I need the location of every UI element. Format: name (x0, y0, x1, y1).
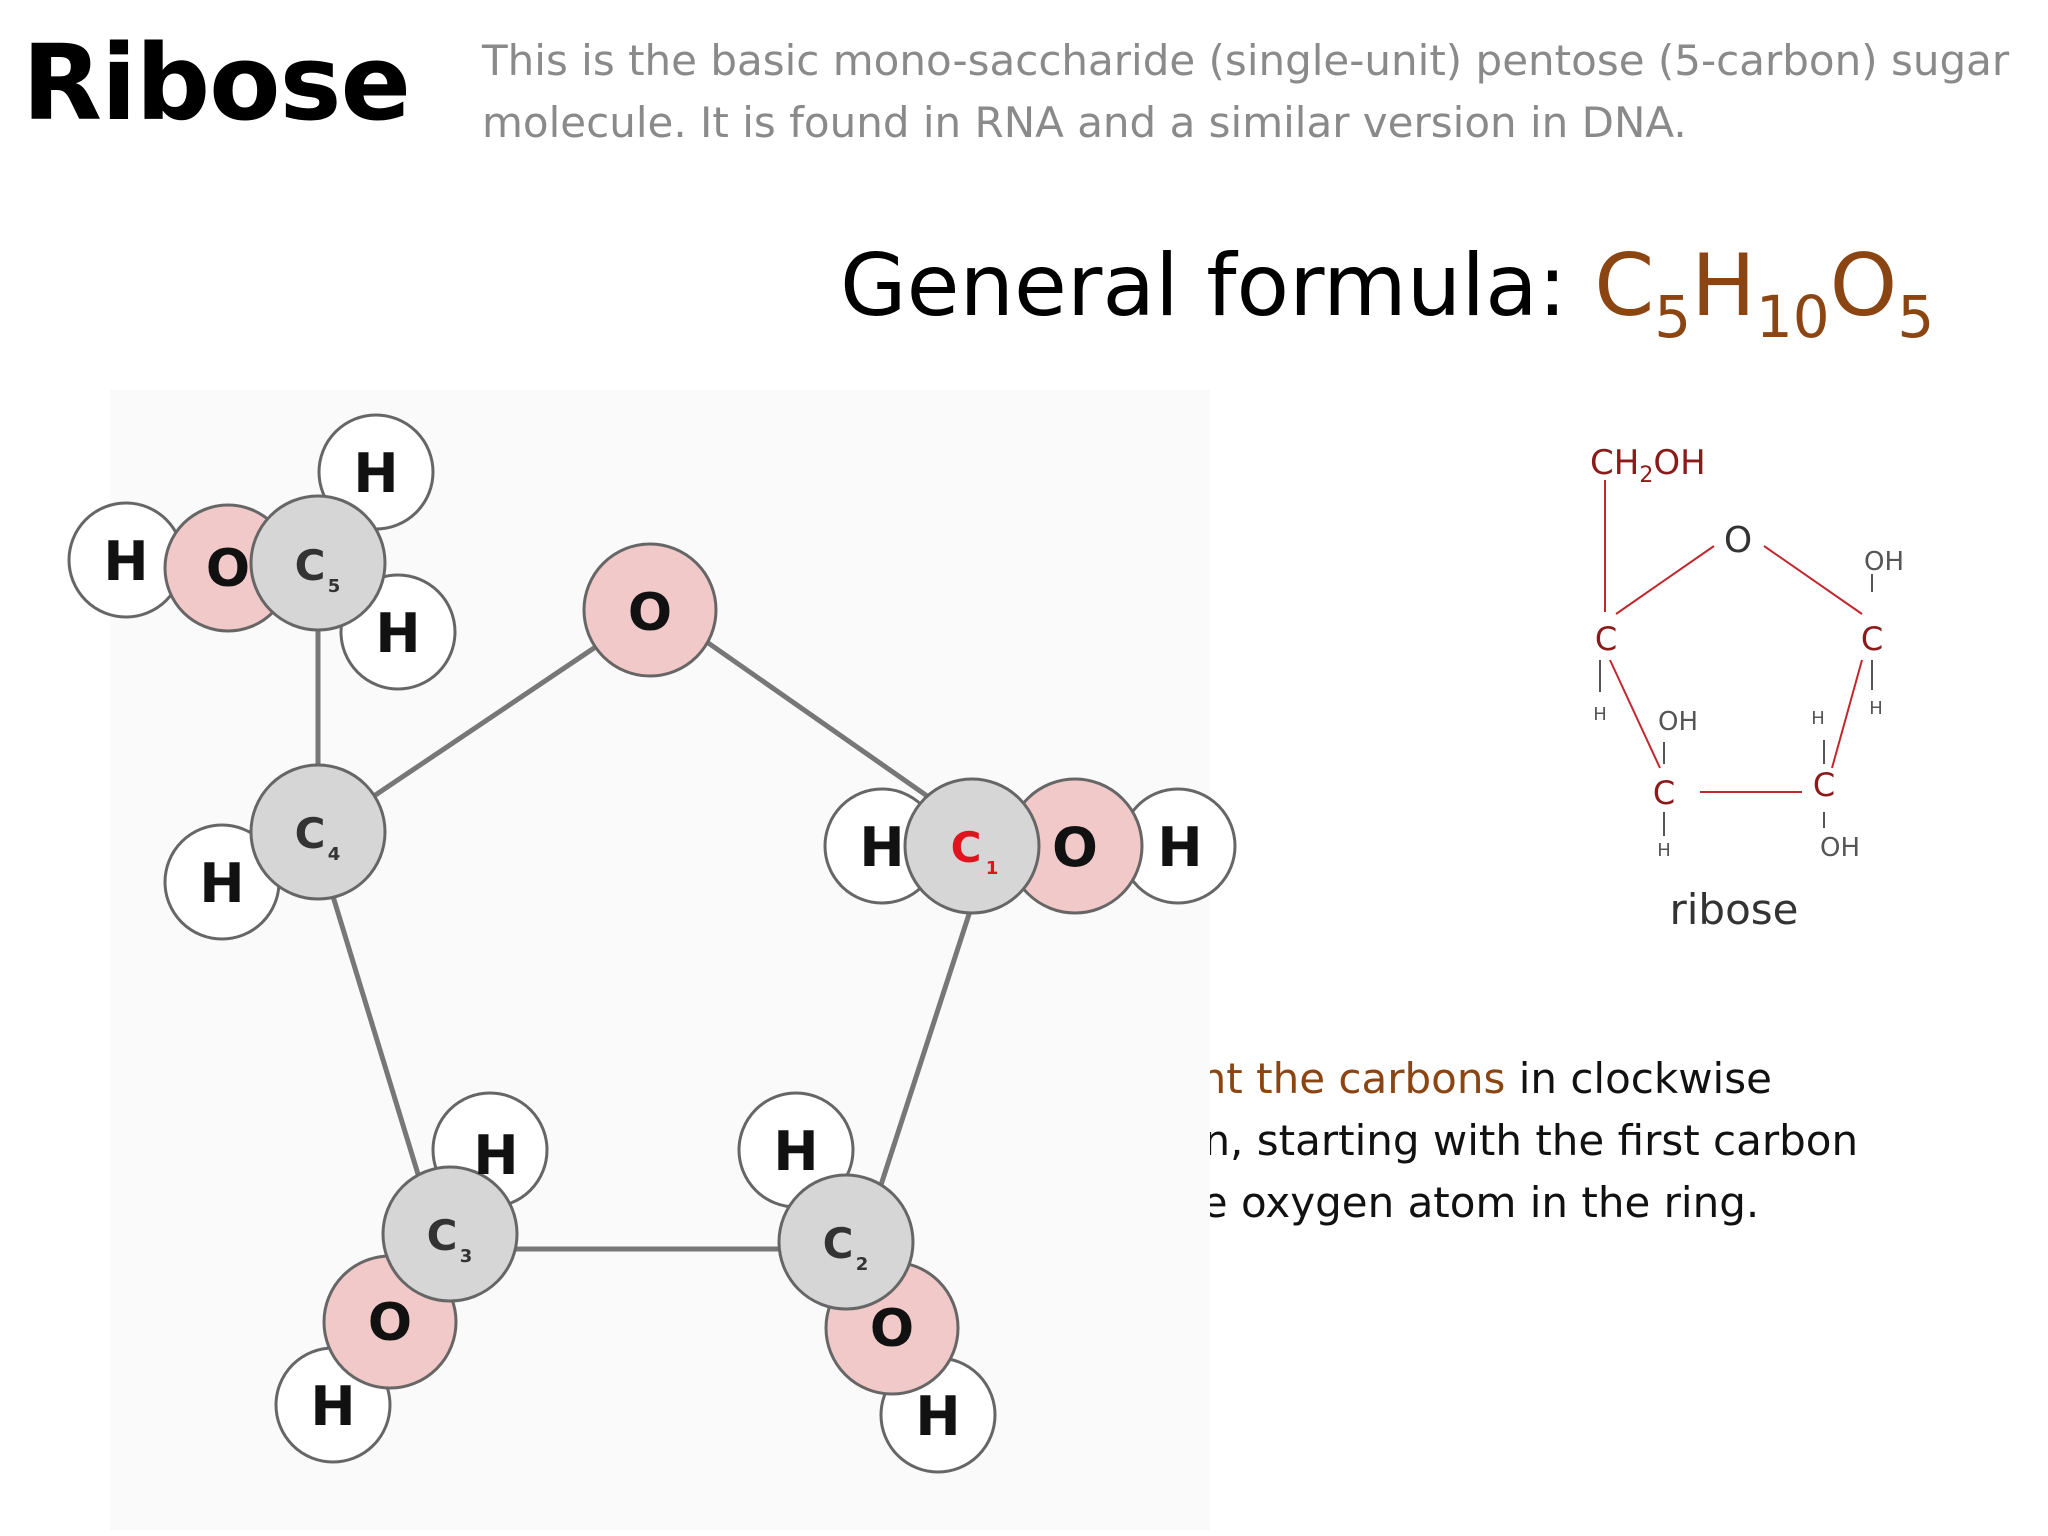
atom-label: O (206, 539, 250, 599)
skeletal-stubs (1599, 574, 1873, 836)
formula-label: General formula: (840, 236, 1595, 336)
skeletal-h-c2: H (1811, 708, 1825, 729)
skeletal-h-c1: H (1869, 698, 1883, 719)
ring-oxygen-label: O (1724, 520, 1752, 561)
atom-label: C (295, 809, 326, 858)
atom-label: H (1157, 816, 1202, 879)
formula-o-count: 5 (1897, 283, 1935, 351)
bond-c1-c2 (877, 904, 975, 1189)
ch2oh-label: CH2OH (1590, 443, 1706, 488)
atom-label: C (295, 541, 326, 590)
atom-label: H (473, 1124, 518, 1187)
atom-label: H (375, 602, 420, 665)
skeletal-carbon-c3: C (1653, 774, 1675, 812)
page-title: Ribose (22, 22, 411, 144)
ch2oh-oh: OH (1653, 443, 1705, 483)
skeletal-bond (1763, 545, 1863, 615)
skeletal-bond (1831, 659, 1863, 769)
bond-c4-c3 (325, 879, 428, 1198)
carbon-atom (249, 763, 387, 901)
atom-label: C (427, 1211, 458, 1260)
skeletal-carbon-c2: C (1813, 766, 1835, 804)
atom-subscript: 3 (460, 1246, 473, 1267)
formula-o: O (1829, 236, 1898, 336)
skeletal-oh-c1: OH (1864, 547, 1904, 577)
skeletal-h-c4: H (1593, 704, 1607, 725)
ribose-ball-model: H H O H C 5 O H C 4 H O H C 1 H O H C 3 (67, 413, 1237, 1474)
atom-label: C (951, 823, 982, 872)
atom-subscript: 4 (328, 844, 341, 865)
atom-label: H (859, 816, 904, 879)
atom-subscript: 5 (328, 576, 341, 597)
atom-label: O (870, 1299, 914, 1359)
carbon-atom (381, 1165, 519, 1303)
atom-label: H (199, 852, 244, 915)
carbon-atom (777, 1173, 915, 1311)
carbon-atom (249, 494, 387, 632)
atom-label: O (628, 583, 672, 643)
atom-label: H (353, 442, 398, 505)
skeletal-bond (1609, 659, 1661, 769)
ch2oh-sub: 2 (1639, 463, 1653, 488)
atom-label: O (368, 1293, 412, 1353)
bond-oring-c1 (702, 637, 942, 808)
atom-subscript: 2 (856, 1254, 869, 1275)
atom-label: O (1052, 816, 1098, 879)
skeletal-oh-c3: OH (1658, 707, 1698, 737)
description-text: This is the basic mono-saccharide (singl… (482, 36, 2010, 147)
atom-subscript: 1 (986, 858, 999, 879)
formula-c-count: 5 (1654, 283, 1692, 351)
skeletal-bond (1615, 545, 1715, 615)
formula-c: C (1594, 236, 1655, 336)
skeletal-carbon-c4: C (1595, 620, 1617, 658)
oxygen-atom (582, 542, 718, 678)
atom-label: H (773, 1120, 818, 1183)
formula-h: H (1691, 236, 1756, 336)
atom-label: H (915, 1385, 960, 1448)
skeletal-h-c3: H (1657, 840, 1671, 861)
general-formula: General formula: C5H10O5 (840, 236, 1934, 346)
skeletal-oh-c2: OH (1820, 833, 1860, 863)
skeletal-bonds (1604, 480, 1863, 793)
skeletal-caption: ribose (1669, 885, 1798, 934)
carbon-atom (903, 777, 1041, 915)
atom-label: C (823, 1219, 854, 1268)
formula-h-count: 10 (1755, 283, 1830, 351)
atom-label: H (103, 530, 148, 593)
bond-c4-oring (372, 641, 602, 799)
ch2oh-ch: CH (1590, 443, 1639, 483)
atom-label: H (310, 1375, 355, 1438)
skeletal-carbon-c1: C (1861, 620, 1883, 658)
